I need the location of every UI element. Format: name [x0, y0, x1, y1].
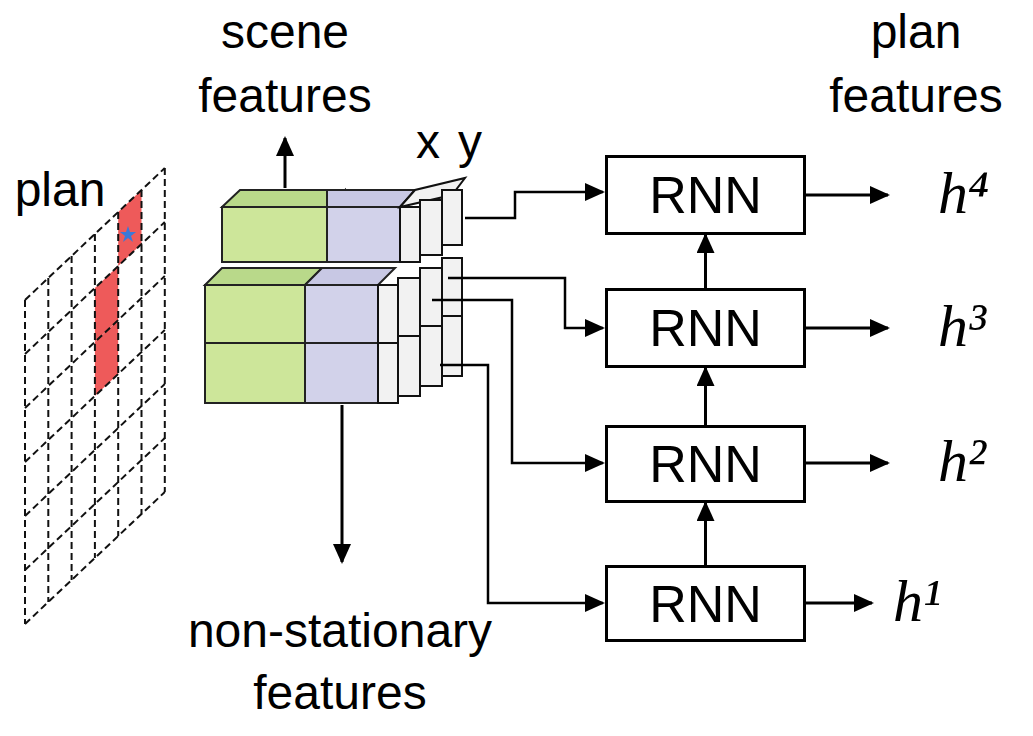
output-label: h⁴ [938, 158, 989, 228]
output-label: h¹ [893, 566, 941, 636]
connector [704, 503, 707, 565]
grid-line [117, 212, 119, 536]
arrow [341, 405, 344, 562]
plan-grid [25, 168, 165, 624]
axis-label: y [455, 110, 485, 174]
plan-label: plan [0, 158, 120, 222]
connector [704, 235, 707, 288]
grid-line [25, 492, 165, 624]
box-text: RNN [649, 298, 762, 358]
grid-line [25, 438, 165, 570]
connector [704, 368, 707, 425]
box-text: RNN [649, 165, 762, 225]
grid-line [25, 330, 165, 462]
plan-features-label: plan features [805, 0, 1027, 128]
feature-cubes [205, 178, 465, 403]
output-label: h³ [938, 291, 986, 361]
output-arrows [806, 195, 888, 603]
rnn-box: RNN [605, 288, 806, 368]
scene-features-label: scene features [165, 0, 405, 128]
star [120, 226, 136, 242]
grid-line [94, 234, 96, 558]
axis-label: x [413, 110, 443, 174]
output-label: h² [938, 426, 986, 496]
grid-line [164, 168, 166, 492]
grid-line [25, 384, 165, 516]
grid-line [71, 256, 73, 580]
grid-line [141, 190, 143, 514]
grid-line [47, 278, 49, 602]
non-stationary-label: non-stationary features [125, 600, 555, 724]
rnn-box: RNN [605, 425, 806, 503]
box-text: RNN [649, 574, 762, 634]
feed-lines [432, 192, 603, 603]
arrow [284, 138, 287, 188]
rnn-box: RNN [605, 155, 806, 235]
rnn-box: RNN [605, 565, 806, 642]
box-text: RNN [649, 434, 762, 494]
